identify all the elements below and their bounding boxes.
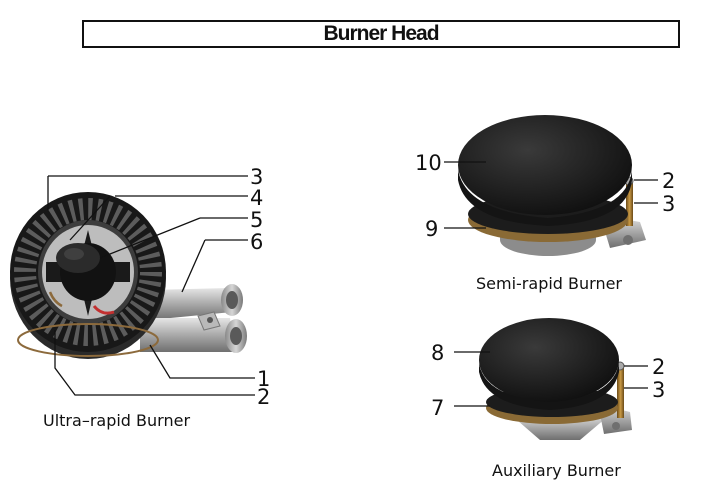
callout-ultra-4: 4 [250,186,263,210]
callout-semi-3: 3 [662,192,675,216]
page-title: Burner Head [323,22,439,45]
semi-rapid-burner [458,115,646,256]
auxiliary-burner [479,318,632,440]
callout-semi-2: 2 [662,169,675,193]
callout-ultra-2: 2 [257,385,270,409]
auxiliary-leader-lines [454,351,648,407]
ultra-rapid-leader-lines [47,175,255,396]
semi-rapid-leader-lines [444,161,658,229]
callout-aux-2: 2 [652,355,665,379]
callout-aux-7: 7 [431,396,444,420]
callout-ultra-3: 3 [250,165,263,189]
caption-ultra-rapid: Ultra–rapid Burner [43,411,190,430]
flame-ring-slots [14,198,162,346]
callout-semi-10: 10 [415,151,442,175]
callout-ultra-5: 5 [250,208,263,232]
callout-aux-8: 8 [431,341,444,365]
callout-semi-9: 9 [425,217,438,241]
ultra-rapid-burner [10,192,247,359]
title-box: Burner Head [82,20,680,48]
callout-aux-3: 3 [652,378,665,402]
caption-semi-rapid: Semi-rapid Burner [476,274,622,293]
callout-ultra-1: 1 [257,367,270,391]
caption-auxiliary: Auxiliary Burner [492,461,621,480]
callout-ultra-6: 6 [250,230,263,254]
